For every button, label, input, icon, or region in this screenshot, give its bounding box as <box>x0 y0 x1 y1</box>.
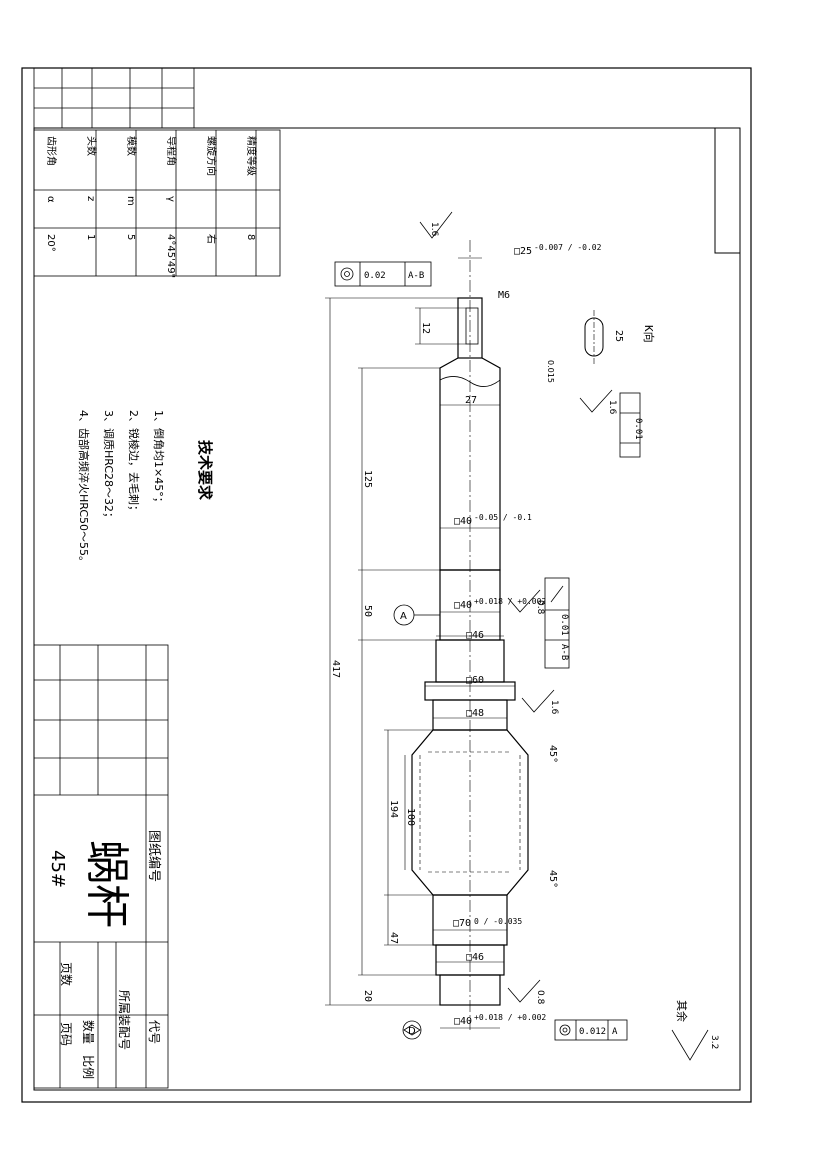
roughness-value-1b: 1.6 <box>549 700 559 715</box>
params-label: 模数 <box>125 136 138 156</box>
tech-req-heading: 技术要求 <box>196 440 214 501</box>
roughness-symbols: 1.6 0.8 1.6 0.8 1.6 3.2 其余 0.015 <box>419 211 719 1061</box>
params-symbol: α <box>45 196 56 203</box>
worm-shaft <box>411 297 529 1006</box>
dim-20: 20 <box>362 990 373 1002</box>
params-label: 精度等级 <box>245 136 258 176</box>
tech-req-item: 3、调质HRC28～32； <box>102 410 115 523</box>
material: 45# <box>47 850 68 888</box>
params-label: 螺旋方向 <box>205 136 218 176</box>
rest-roughness: 其余 <box>675 1000 689 1022</box>
part-name: 蜗杆 <box>81 840 132 928</box>
dim-d25-tol: -0.007 / -0.02 <box>534 243 602 252</box>
gdt-tol-002: 0.02 <box>364 271 386 281</box>
dim-d40-bearing: □40 <box>454 600 472 611</box>
dim-m6: M6 <box>498 290 510 301</box>
keyway-label: K向 <box>642 325 656 343</box>
drawing-no-label: 图纸编号 <box>146 830 161 882</box>
dim-50: 50 <box>362 605 373 617</box>
roughness-value-2: 0.8 <box>535 600 545 615</box>
params-value: 右 <box>205 234 218 244</box>
dim-27: 27 <box>465 395 477 406</box>
dim-d40-lower-tol: +0.018 / +0.002 <box>474 1013 546 1022</box>
title-block-texts: 图纸编号 蜗杆 45# 代号 所属装配号 数量 比例 页数 页码 <box>47 830 161 1079</box>
quantity-label: 数量 <box>81 1020 96 1044</box>
gdt-tol-0012: 0.012 <box>579 1027 606 1037</box>
roughness-icon <box>579 389 613 413</box>
gdt-ref-ab: A-B <box>408 271 424 281</box>
dim-d46: □46 <box>466 630 484 641</box>
params-value: 1 <box>85 234 96 240</box>
dim-d40: □40 <box>454 516 472 527</box>
params-label: 导程角 <box>165 136 177 166</box>
tech-req-item: 1、倒角均1×45°； <box>152 410 165 508</box>
roughness-value-1: 1.6 <box>429 222 439 237</box>
params-label: 齿形角 <box>45 136 57 166</box>
chamfer-top: 45° <box>547 745 558 763</box>
params-label: 头数 <box>85 136 98 156</box>
scale-label: 比例 <box>81 1055 95 1079</box>
dim-25: 25 <box>613 330 624 342</box>
dim-d40-lower: □40 <box>454 1016 472 1027</box>
code-label: 代号 <box>147 1020 161 1044</box>
technical-requirements: 技术要求 1、倒角均1×45°； 2、锐棱边，去毛刺； 3、调质HRC28～32… <box>77 410 214 567</box>
corner-box <box>714 127 741 254</box>
gdt-tol-001: 0.01 <box>633 418 643 440</box>
params-value: 5 <box>125 234 136 240</box>
assembly-label: 所属装配号 <box>117 990 131 1050</box>
roughness-icon <box>507 979 541 1003</box>
dim-d70-tol: 0 / -0.035 <box>474 917 522 926</box>
params-value: 20° <box>45 234 56 252</box>
params-value: 4°45'49" <box>165 234 176 278</box>
params-table <box>33 129 281 277</box>
roughness-icon <box>521 689 555 713</box>
tech-req-item: 4、齿部高频淬火HRC50～55。 <box>77 410 91 567</box>
keyway-tol: 0.015 <box>546 360 555 383</box>
gdt-ref-ab-2: A-B <box>559 644 569 660</box>
datum-d: D <box>408 1026 416 1037</box>
dim-12: 12 <box>420 322 431 334</box>
title-block <box>33 644 169 1089</box>
sheets-label: 页数 <box>59 962 74 986</box>
dim-total-length: 417 <box>330 660 341 678</box>
dim-194: 194 <box>388 800 399 818</box>
dim-125: 125 <box>362 470 373 488</box>
page-label: 页码 <box>59 1022 73 1046</box>
params-symbol: m <box>125 196 136 206</box>
gdt-ref-a: A <box>612 1027 618 1037</box>
dim-d60: □60 <box>466 675 484 686</box>
params-value: 8 <box>245 234 256 240</box>
roughness-value-2b: 0.8 <box>535 990 545 1005</box>
revision-stamp <box>33 67 195 129</box>
dim-d48: □48 <box>466 708 484 719</box>
dim-47: 47 <box>388 932 399 944</box>
gdt-tol-001-runout: 0.01 <box>559 614 569 636</box>
params-symbol: γ <box>165 196 176 202</box>
roughness-icon <box>671 1029 709 1061</box>
datum-symbols: A D <box>393 604 440 1040</box>
dim-d40-bearing-tol: +0.018 / +0.002 <box>474 597 546 606</box>
inner-frame <box>33 127 741 1091</box>
roughness-icon <box>419 211 453 239</box>
dim-d25: □25 <box>514 246 532 257</box>
tech-req-item: 2、锐棱边，去毛刺； <box>127 410 141 516</box>
dimension-lines <box>325 257 604 1029</box>
chamfer-bottom: 45° <box>547 870 558 888</box>
roughness-value-3: 3.2 <box>709 1035 719 1049</box>
dim-100: 100 <box>405 808 416 826</box>
roughness-icon <box>507 589 541 613</box>
dim-d70: □70 <box>453 918 471 929</box>
datum-a: A <box>400 611 407 622</box>
dim-d46-lower: □46 <box>466 952 484 963</box>
datum-d-symbol <box>402 1020 422 1040</box>
params-symbol: z <box>85 196 96 201</box>
dim-d40-tol: -0.05 / -0.1 <box>474 513 532 522</box>
roughness-value-1c: 1.6 <box>607 400 617 415</box>
gdt-frames: 0.02 A-B 0.01 0.01 A-B 0.012 A <box>334 261 643 1041</box>
outer-frame <box>21 67 752 1103</box>
dimension-texts: 417 125 50 194 100 47 20 12 27 M6 25 K向 … <box>330 243 656 1027</box>
